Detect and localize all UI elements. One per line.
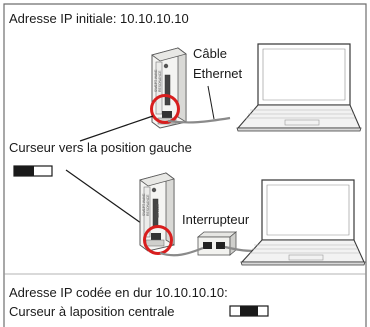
panel-text-line: SWEPT WAVE — [142, 193, 146, 216]
device-panel-text-top: SWEPT WAVE RESONANCE — [154, 69, 162, 92]
slider-left-icon — [13, 165, 53, 177]
panel-text-line: RESONANCE — [146, 194, 150, 216]
cable-pointer — [207, 85, 215, 120]
network-switch-icon — [196, 231, 238, 256]
panel-text-line: SWEPT WAVE — [154, 69, 158, 92]
laptop-bottom — [240, 179, 366, 266]
cable-label: Câble — [193, 46, 227, 61]
cursor-pointer-top — [79, 115, 154, 142]
ethernet-cable-top — [167, 116, 231, 124]
initial-ip-label: Adresse IP initiale: 10.10.10.10 — [9, 11, 189, 26]
laptop-top — [236, 43, 362, 132]
cursor-left-label: Curseur vers la position gauche — [9, 140, 192, 155]
switch-label: Interrupteur — [182, 212, 250, 227]
highlight-circle-bottom — [143, 225, 173, 255]
device-panel-text-bottom: SWEPT WAVE RESONANCE SENSOR — [142, 193, 160, 218]
panel-text-line: SENSOR — [156, 203, 160, 218]
hardcoded-ip-label: Adresse IP codée en dur 10.10.10.10: — [9, 285, 228, 300]
cursor-pointer-bottom — [65, 169, 149, 229]
cursor-center-label: Curseur à laposition centrale — [9, 304, 175, 319]
highlight-circle-top — [150, 94, 180, 124]
outer-frame — [3, 3, 367, 327]
panel-text-line: RESONANCE — [158, 70, 162, 92]
slider-center-icon — [229, 305, 269, 317]
cable-device-to-switch — [159, 246, 204, 257]
ethernet-label: Ethernet — [193, 66, 243, 81]
